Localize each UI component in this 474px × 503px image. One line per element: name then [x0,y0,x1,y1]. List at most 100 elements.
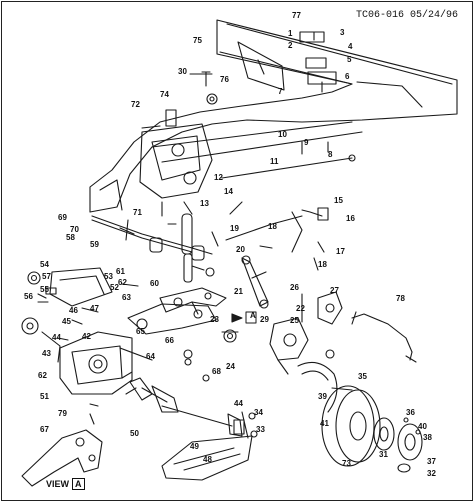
part-number-79: 79 [58,409,67,418]
part-number-77: 77 [292,11,301,20]
part-number-15: 15 [334,196,343,205]
part-number-52: 52 [110,283,119,292]
fasteners [57,31,329,438]
part-number-43: 43 [42,349,51,358]
upper-bracket-parts [189,31,337,105]
view-text: VIEW [46,479,70,489]
tie-rod [221,154,356,253]
part-number-25: 25 [290,316,299,325]
part-number-18: 18 [318,260,327,269]
part-number-45: 45 [62,317,71,326]
part-number-46: 46 [69,306,78,315]
part-number-71: 71 [133,208,142,217]
part-number-51: 51 [40,392,49,401]
part-number-8: 8 [328,150,333,159]
part-number-6: 6 [345,72,350,81]
part-number-29: 29 [260,315,269,324]
left-bracket-assembly [27,267,113,307]
part-number-41: 41 [320,419,329,428]
part-number-70: 70 [70,225,79,234]
part-number-38: 38 [423,433,432,442]
part-number-64: 64 [146,352,155,361]
dust-shield [297,361,338,413]
part-number-30: 30 [178,67,187,76]
brake-caliper [301,291,343,359]
shock-absorber [241,255,269,309]
part-number-59: 59 [90,240,99,249]
part-number-4: 4 [348,42,353,51]
part-number-2: 2 [288,41,293,50]
sensor-wire [351,311,417,363]
part-number-22: 22 [296,304,305,313]
part-number-32: 32 [427,469,436,478]
part-number-76: 76 [220,75,229,84]
part-number-39: 39 [318,392,327,401]
part-number-73: 73 [342,459,351,468]
part-number-A: A [250,311,256,320]
part-number-7: 7 [278,87,283,96]
part-number-44: 44 [52,333,61,342]
part-number-58: 58 [66,233,75,242]
part-number-11: 11 [270,157,279,166]
upper-control-arm [159,287,227,315]
part-number-21: 21 [234,287,243,296]
part-number-13: 13 [200,199,209,208]
part-number-63: 63 [122,293,131,302]
part-number-62: 62 [118,278,127,287]
part-number-31: 31 [379,450,388,459]
part-number-60: 60 [150,279,159,288]
part-number-36: 36 [406,408,415,417]
part-number-72: 72 [131,100,140,109]
part-number-56: 56 [24,292,33,301]
part-number-68: 68 [212,367,221,376]
stabilizer-bar [91,209,323,261]
part-number-12: 12 [214,173,223,182]
torsion-bar [181,201,193,283]
part-number-42: 42 [82,332,91,341]
part-number-57: 57 [42,272,51,281]
lower-control-arm [127,303,217,335]
part-number-74: 74 [160,90,169,99]
crossmember [139,109,213,199]
part-number-44: 44 [234,399,243,408]
part-number-54: 54 [40,260,49,269]
part-number-61: 61 [116,267,125,276]
part-number-17: 17 [336,247,345,256]
part-number-53: 53 [104,272,113,281]
part-number-1: 1 [288,29,293,38]
part-number-27: 27 [330,286,339,295]
brake-rotor [321,385,381,467]
part-number-3: 3 [340,28,345,37]
part-number-49: 49 [190,442,199,451]
part-number-26: 26 [290,283,299,292]
part-number-34: 34 [254,408,263,417]
part-number-5: 5 [347,55,352,64]
part-number-14: 14 [224,187,233,196]
skid-plate [161,411,253,481]
steering-knuckle [221,317,309,375]
hub-bearing [373,417,423,473]
part-number-10: 10 [278,130,287,139]
part-number-23: 23 [210,315,219,324]
frame-rail [89,19,458,213]
part-number-16: 16 [346,214,355,223]
drive-axle [121,371,243,437]
part-number-75: 75 [193,36,202,45]
part-number-20: 20 [236,245,245,254]
part-number-18: 18 [268,222,277,231]
part-number-24: 24 [226,362,235,371]
part-number-50: 50 [130,429,139,438]
part-number-67: 67 [40,425,49,434]
part-number-78: 78 [396,294,405,303]
part-number-9: 9 [304,138,309,147]
view-a-callout [231,311,257,324]
part-number-55: 55 [40,285,49,294]
part-number-40: 40 [418,422,427,431]
lower-crossmember [21,429,103,487]
part-number-33: 33 [256,425,265,434]
view-letter: A [72,478,85,490]
